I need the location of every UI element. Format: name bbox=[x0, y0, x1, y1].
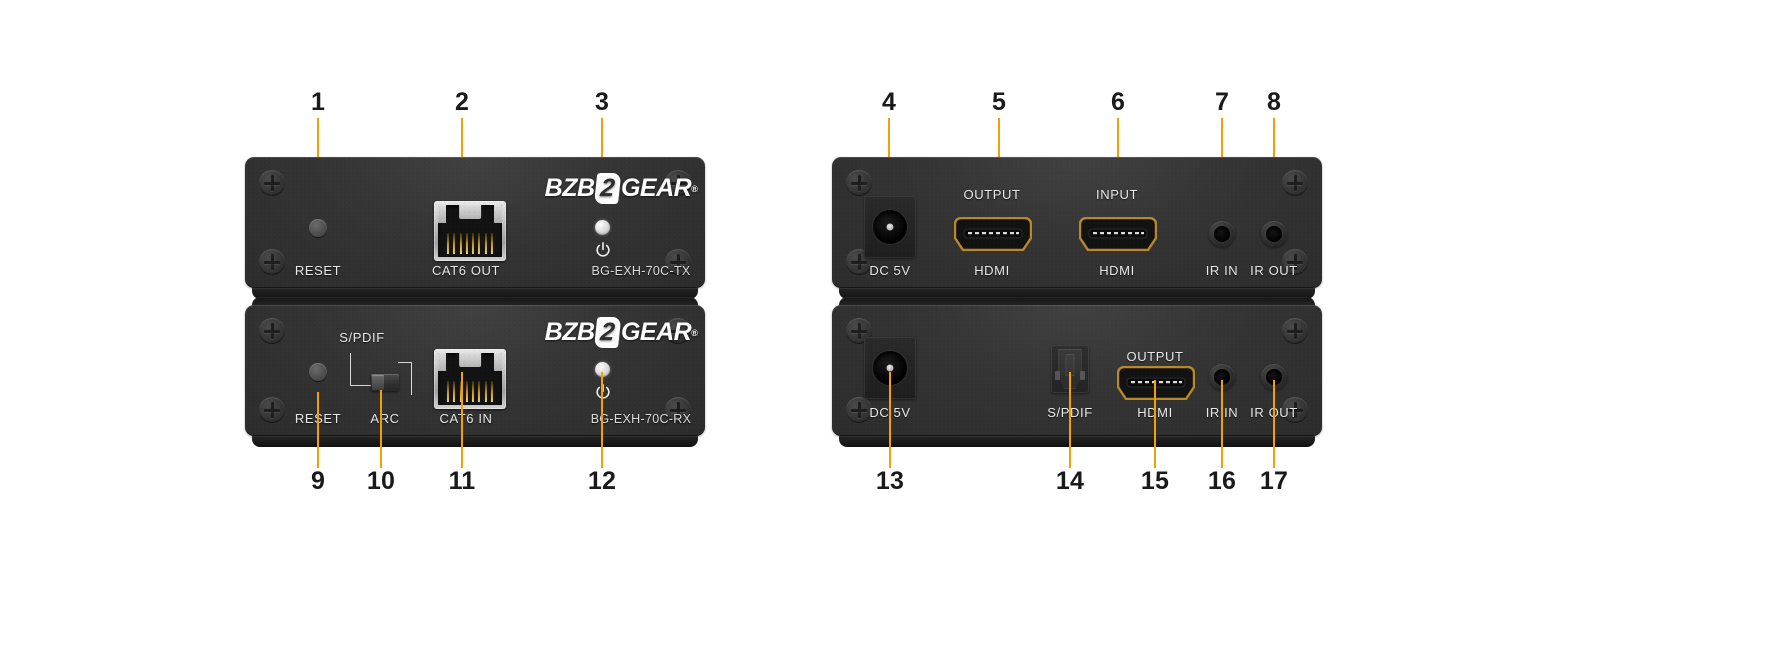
screw-icon bbox=[259, 249, 285, 275]
screw-icon bbox=[665, 318, 691, 344]
brand-text-right: GEAR bbox=[620, 174, 692, 202]
dc5v-jack-rx[interactable] bbox=[864, 337, 916, 399]
callout-number-7: 7 bbox=[1214, 88, 1230, 116]
power-led-tx bbox=[595, 220, 610, 235]
arc-switch[interactable] bbox=[371, 374, 399, 391]
label-cat6-in: CAT6 IN bbox=[439, 411, 493, 426]
label-hdmi-in-tx: HDMI bbox=[1099, 263, 1135, 278]
brand-registered-mark: ® bbox=[691, 183, 698, 194]
switch-bracket-arc bbox=[398, 362, 412, 395]
callout-number-14: 14 bbox=[1055, 467, 1085, 495]
brand-badge-two: 2 bbox=[593, 173, 622, 204]
screw-icon bbox=[259, 170, 285, 196]
leader-line-13 bbox=[888, 372, 892, 468]
power-icon bbox=[593, 240, 613, 260]
chassis-lip-rx-rear bbox=[839, 436, 1315, 447]
screw-icon bbox=[846, 170, 872, 196]
callout-number-12: 12 bbox=[587, 467, 617, 495]
device-rx-rear-panel: DC 5V S/PDIF OUTPUT HDMI bbox=[832, 305, 1322, 436]
callout-number-16: 16 bbox=[1207, 467, 1237, 495]
callout-number-10: 10 bbox=[366, 467, 396, 495]
label-spdif-rx-front: S/PDIF bbox=[339, 330, 385, 345]
brand-text-left: BZB bbox=[544, 174, 595, 202]
screw-icon bbox=[665, 249, 691, 275]
label-dc5v-tx: DC 5V bbox=[869, 263, 911, 278]
leader-line-17 bbox=[1272, 380, 1276, 468]
brand-text-left: BZB bbox=[544, 318, 595, 346]
callout-number-4: 4 bbox=[881, 88, 897, 116]
callout-number-5: 5 bbox=[991, 88, 1007, 116]
power-led-rx bbox=[595, 362, 610, 377]
brand-text-right: GEAR bbox=[620, 318, 692, 346]
label-reset-tx: RESET bbox=[294, 263, 342, 278]
chassis-lip-rx-rear-top bbox=[839, 297, 1315, 308]
callout-number-6: 6 bbox=[1110, 88, 1126, 116]
label-ir-in-tx: IR IN bbox=[1205, 263, 1239, 278]
callout-number-17: 17 bbox=[1259, 467, 1289, 495]
label-arc: ARC bbox=[370, 411, 400, 426]
screw-icon bbox=[1282, 170, 1308, 196]
leader-line-9 bbox=[316, 392, 320, 468]
callout-number-2: 2 bbox=[454, 88, 470, 116]
label-model-tx: BG-EXH-70C-TX bbox=[591, 264, 691, 278]
hdmi-output-tx[interactable] bbox=[954, 217, 1032, 251]
screw-icon bbox=[665, 397, 691, 423]
leader-line-16 bbox=[1220, 380, 1224, 468]
ir-out-jack-tx[interactable] bbox=[1261, 221, 1287, 247]
screw-icon bbox=[665, 170, 691, 196]
callout-number-8: 8 bbox=[1266, 88, 1282, 116]
screw-icon bbox=[259, 397, 285, 423]
screw-icon bbox=[259, 318, 285, 344]
switch-bracket-spdif bbox=[350, 353, 372, 386]
leader-line-15 bbox=[1153, 380, 1157, 468]
screw-icon bbox=[846, 318, 872, 344]
ir-in-jack-tx[interactable] bbox=[1209, 221, 1235, 247]
device-tx-rear-panel: OUTPUT HDMI INPUT bbox=[832, 157, 1322, 288]
label-cat6-out: CAT6 OUT bbox=[431, 263, 501, 278]
label-model-rx: BG-EXH-70C-RX bbox=[590, 412, 692, 426]
callout-number-3: 3 bbox=[594, 88, 610, 116]
chassis-lip-rx-front-top bbox=[252, 297, 698, 308]
brand-registered-mark: ® bbox=[691, 327, 698, 338]
cat6-in-port[interactable] bbox=[434, 349, 506, 409]
callout-number-11: 11 bbox=[448, 467, 476, 495]
brand-badge-two: 2 bbox=[593, 317, 622, 348]
leader-line-10 bbox=[379, 390, 383, 468]
leader-line-12 bbox=[600, 372, 604, 468]
chassis-lip-rx-front bbox=[252, 436, 698, 447]
chassis-lip-tx-rear bbox=[839, 288, 1315, 299]
label-ir-out-tx: IR OUT bbox=[1250, 263, 1298, 278]
hdmi-input-tx[interactable] bbox=[1079, 217, 1157, 251]
screw-icon bbox=[1282, 397, 1308, 423]
label-output-rx: OUTPUT bbox=[1126, 349, 1184, 364]
reset-button-rx-front[interactable] bbox=[309, 363, 327, 381]
screw-icon bbox=[846, 397, 872, 423]
callout-number-13: 13 bbox=[875, 467, 905, 495]
dc5v-jack-tx[interactable] bbox=[864, 196, 916, 258]
screw-icon bbox=[1282, 318, 1308, 344]
callout-number-15: 15 bbox=[1140, 467, 1170, 495]
reset-button-tx-front[interactable] bbox=[309, 219, 327, 237]
screw-icon bbox=[1282, 249, 1308, 275]
label-hdmi-out-tx: HDMI bbox=[974, 263, 1010, 278]
label-output-tx: OUTPUT bbox=[963, 187, 1021, 202]
label-input-tx: INPUT bbox=[1096, 187, 1138, 202]
leader-line-11 bbox=[460, 372, 464, 468]
callout-number-1: 1 bbox=[310, 88, 326, 116]
cat6-out-port[interactable] bbox=[434, 201, 506, 261]
leader-line-14 bbox=[1068, 372, 1072, 468]
callout-number-9: 9 bbox=[310, 467, 326, 495]
chassis-lip-tx-front bbox=[252, 288, 698, 299]
